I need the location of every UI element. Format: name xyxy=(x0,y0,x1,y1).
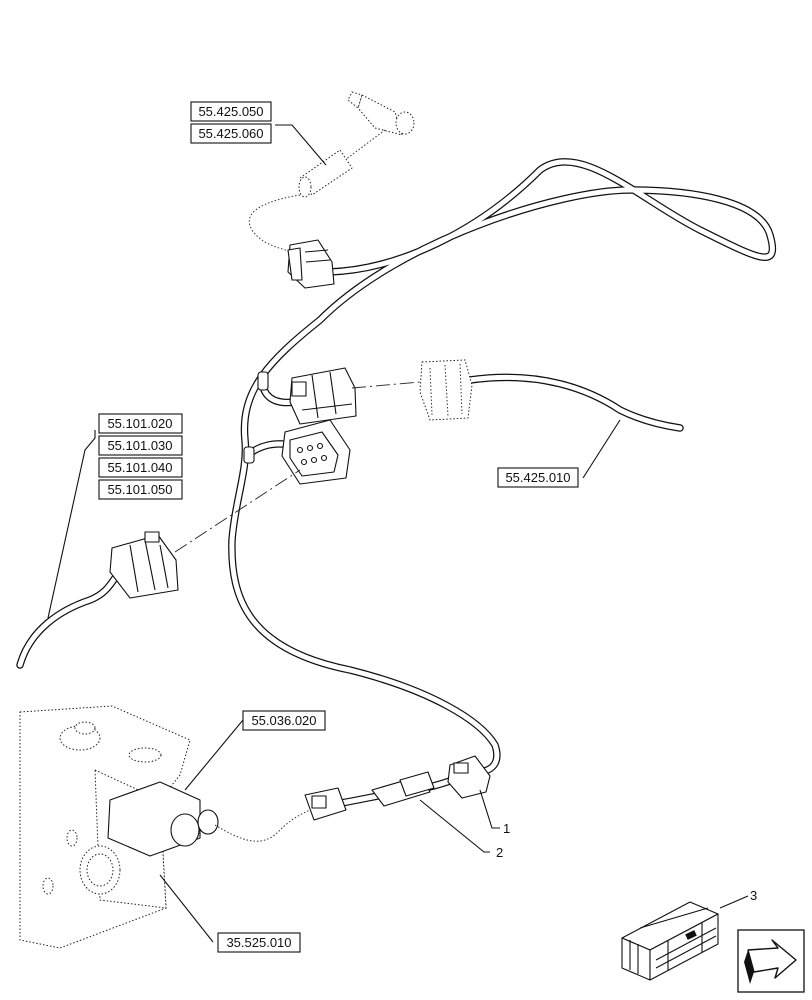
ref-box-55-101-040 xyxy=(98,457,183,478)
ref-55-425-010: 55.425.010 xyxy=(505,470,570,485)
harness-connector-upper xyxy=(289,367,357,425)
ref-group-left-connector: 55.101.020 55.101.030 55.101.040 55.101.… xyxy=(98,413,183,500)
ref-55-425-060: 55.425.060 xyxy=(198,126,263,141)
valve-sensor xyxy=(107,781,321,857)
ref-box-55-036-020 xyxy=(242,710,326,731)
ref-35-525-010: 35.525.010 xyxy=(226,935,291,950)
ref-box-55-101-030 xyxy=(98,435,183,456)
ref-box-55-425-050 xyxy=(190,101,272,122)
ref-group-top-sensor: 55.425.050 55.425.060 xyxy=(190,101,272,144)
leader-lines xyxy=(47,124,749,943)
callout-2: 2 xyxy=(496,845,503,860)
ref-55-425-050: 55.425.050 xyxy=(198,104,263,119)
ref-group-right-harness: 55.425.010 xyxy=(497,467,579,488)
ref-55-101-040: 55.101.040 xyxy=(107,460,172,475)
ref-box-55-101-050 xyxy=(98,479,183,500)
ref-box-55-425-010 xyxy=(497,467,579,488)
mating-connector-right xyxy=(351,359,473,421)
left-plug-connector xyxy=(109,469,301,599)
callout-3: 3 xyxy=(750,888,757,903)
harness-connector-lower xyxy=(281,419,351,485)
main-harness xyxy=(16,158,777,809)
top-sensor xyxy=(249,91,415,253)
ref-box-55-425-060 xyxy=(190,123,272,144)
ref-box-35-525-010 xyxy=(217,932,301,953)
ref-group-valve-sensor: 55.036.020 xyxy=(242,710,326,731)
ref-box-55-101-020 xyxy=(98,413,183,434)
callout-1: 1 xyxy=(503,821,510,836)
item-1-connector xyxy=(447,755,491,799)
top-connector xyxy=(287,239,335,289)
ref-55-101-020: 55.101.020 xyxy=(107,416,172,431)
ref-55-101-050: 55.101.050 xyxy=(107,482,172,497)
kit-box-icon xyxy=(621,901,719,981)
ref-55-036-020: 55.036.020 xyxy=(251,713,316,728)
item-2-jumper xyxy=(304,771,435,821)
ref-55-101-030: 55.101.030 xyxy=(107,438,172,453)
next-page-arrow-icon[interactable] xyxy=(737,929,805,993)
ref-group-valve-block: 35.525.010 xyxy=(217,932,301,953)
